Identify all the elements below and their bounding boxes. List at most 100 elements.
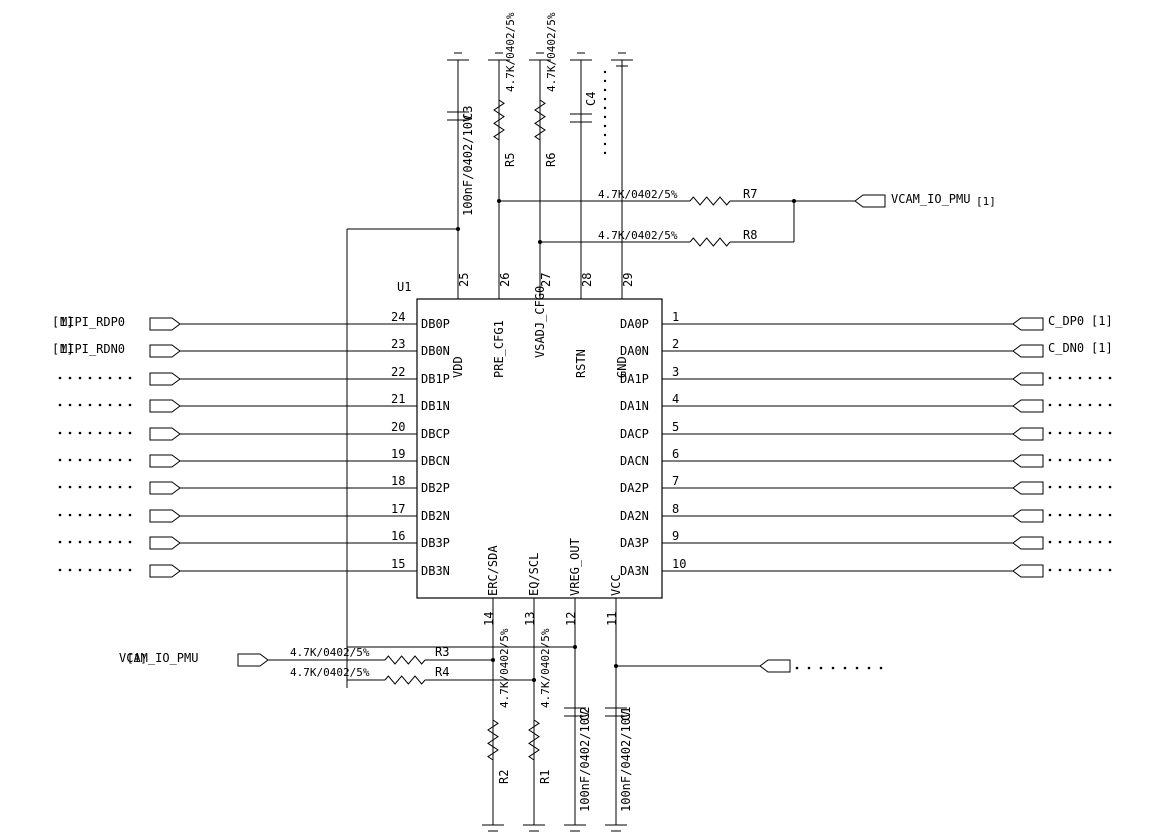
unnamed-net-dots	[88, 376, 92, 380]
unnamed-net-dots	[1088, 376, 1092, 380]
unnamed-net-dots	[98, 513, 102, 517]
pin-name: VSADJ_CFG0	[533, 286, 547, 358]
pin-number: 27	[539, 273, 553, 287]
pin-number: 7	[672, 474, 679, 488]
pin-name: DA2P	[620, 481, 649, 495]
resistor-r3	[384, 655, 426, 665]
value-r3: 4.7K/0402/5%	[290, 646, 370, 659]
unnamed-net-dots	[128, 513, 132, 517]
unnamed-net-dots	[118, 513, 122, 517]
unnamed-net-dots	[1098, 458, 1102, 462]
unnamed-net-dots	[118, 485, 122, 489]
net-label: C_DP0	[1048, 314, 1084, 328]
unnamed-net-dots	[88, 513, 92, 517]
right-port-arrow	[1012, 481, 1044, 495]
pin-name: DA1P	[620, 372, 649, 386]
unnamed-net-dots	[1048, 513, 1052, 517]
unnamed-net-dots	[1068, 431, 1072, 435]
unnamed-net-dots	[1088, 431, 1092, 435]
unnamed-net-dots	[68, 431, 72, 435]
net-tag: [1]	[52, 342, 74, 356]
unnamed-net-dots	[1098, 403, 1102, 407]
unnamed-net-dots	[68, 485, 72, 489]
unnamed-net-dots	[1078, 376, 1082, 380]
pin-name: DA0P	[620, 317, 649, 331]
unnamed-net-dots	[867, 666, 871, 670]
unnamed-net-dots	[1108, 513, 1112, 517]
unnamed-net-dots	[1068, 458, 1072, 462]
unnamed-net-dots	[1088, 485, 1092, 489]
unnamed-net-dots	[603, 124, 607, 128]
ref-r3: R3	[435, 645, 449, 659]
unnamed-net-dots	[128, 485, 132, 489]
unnamed-net-dots	[1068, 513, 1072, 517]
pin-name: DACN	[620, 454, 649, 468]
net-tag: [1]	[52, 315, 74, 329]
ref-r6: R6	[544, 153, 558, 167]
pin-name: DA1N	[620, 399, 649, 413]
unnamed-net-dots	[78, 376, 82, 380]
pin-name: DB1P	[421, 372, 450, 386]
ref-r5: R5	[503, 153, 517, 167]
left-port-arrow	[149, 481, 181, 495]
unnamed-net-dots	[1048, 458, 1052, 462]
unnamed-net-dots	[1058, 403, 1062, 407]
unnamed-net-dots	[78, 458, 82, 462]
unnamed-net-dots	[118, 376, 122, 380]
unnamed-net-dots	[1098, 568, 1102, 572]
unnamed-net-dots	[58, 376, 62, 380]
unnamed-net-dots	[603, 70, 607, 74]
left-port-arrow	[149, 344, 181, 358]
unnamed-net-dots	[128, 431, 132, 435]
value-r1: 4.7K/0402/5%	[539, 628, 552, 708]
pin-number: 26	[498, 273, 512, 287]
unnamed-net-dots	[108, 540, 112, 544]
unnamed-net-dots	[1058, 431, 1062, 435]
resistor-r1	[528, 719, 540, 761]
ref-r1: R1	[538, 770, 552, 784]
unnamed-net-dots	[1058, 540, 1062, 544]
junction	[456, 227, 460, 231]
unnamed-net-dots	[78, 540, 82, 544]
vcc-port	[759, 659, 791, 673]
unnamed-net-dots	[1048, 403, 1052, 407]
net-label: MIPI_RDP0	[60, 315, 125, 329]
pin-number: 6	[672, 447, 679, 461]
pin-number: 10	[672, 557, 686, 571]
value-c3: 100nF/0402/10V	[461, 115, 475, 216]
pin-name: ERC/SDA	[486, 545, 500, 596]
net-label-vcam-bottom: VCAM_IO_PMU	[119, 651, 198, 665]
unnamed-net-dots	[58, 540, 62, 544]
unnamed-net-dots	[58, 513, 62, 517]
passive-components: C3100nF/0402/10V4.7K/0402/5%R54.7K/0402/…	[346, 12, 996, 688]
pin-name: DB2P	[421, 481, 450, 495]
value-c1: 100nF/0402/10V	[619, 711, 633, 812]
unnamed-net-dots	[128, 568, 132, 572]
unnamed-net-dots	[88, 458, 92, 462]
unnamed-net-dots	[1048, 431, 1052, 435]
unnamed-net-dots	[98, 568, 102, 572]
unnamed-net-dots	[98, 376, 102, 380]
right-port-arrow	[1012, 344, 1044, 358]
unnamed-net-dots	[58, 458, 62, 462]
left-port-arrow	[149, 317, 181, 331]
unnamed-net-dots	[108, 376, 112, 380]
unnamed-net-dots	[603, 79, 607, 83]
resistor-r4	[384, 675, 426, 685]
pin-name: EQ/SCL	[527, 553, 541, 596]
unnamed-net-dots	[98, 540, 102, 544]
ref-c2: C2	[578, 707, 592, 721]
unnamed-net-dots	[1058, 485, 1062, 489]
unnamed-net-dots	[108, 403, 112, 407]
pin-number: 9	[672, 529, 679, 543]
unnamed-net-dots	[58, 431, 62, 435]
pin-name: DBCP	[421, 427, 450, 441]
junction	[573, 645, 577, 649]
unnamed-net-dots	[78, 485, 82, 489]
value-r6: 4.7K/0402/5%	[545, 12, 558, 92]
pin-number: 21	[391, 392, 405, 406]
unnamed-net-dots	[1068, 485, 1072, 489]
